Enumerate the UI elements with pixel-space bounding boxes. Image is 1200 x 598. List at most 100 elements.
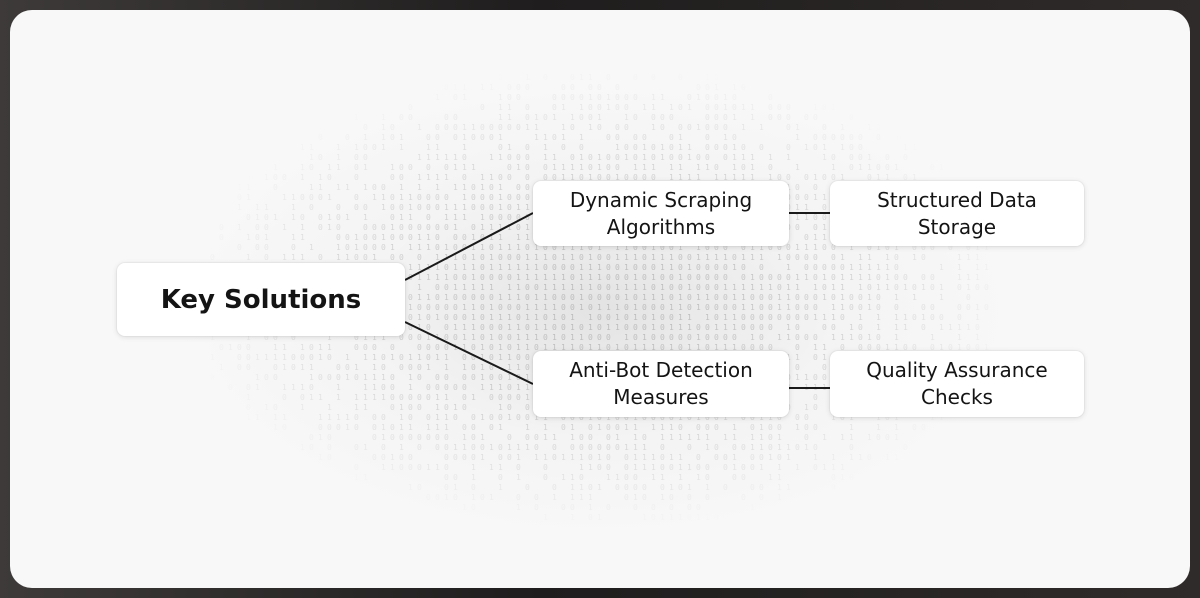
- binary-digit: 1: [498, 203, 503, 212]
- binary-digit: 0: [714, 263, 719, 272]
- binary-digit: 1: [597, 483, 602, 492]
- binary-digit: 1: [381, 123, 386, 132]
- binary-digit: 0: [687, 293, 692, 302]
- binary-digit: 1: [858, 253, 863, 262]
- binary-digit: 0: [435, 493, 440, 502]
- binary-digit: 1: [525, 373, 530, 382]
- binary-digit: 1: [660, 513, 665, 522]
- binary-digit: 1: [408, 243, 413, 252]
- binary-digit: 0: [732, 303, 737, 312]
- binary-digit: 0: [327, 423, 332, 432]
- binary-digit: 1: [786, 443, 791, 452]
- root-node-key-solutions: Key Solutions: [117, 263, 405, 336]
- binary-digit: 1: [282, 253, 287, 262]
- binary-digit: 0: [768, 273, 773, 282]
- binary-digit: 1: [462, 333, 467, 342]
- binary-digit: 0: [390, 253, 395, 262]
- binary-digit: 1: [687, 153, 692, 162]
- binary-digit: 1: [813, 193, 818, 202]
- binary-digit: 1: [498, 243, 503, 252]
- binary-digit: 0: [282, 423, 287, 432]
- binary-digit: 0: [498, 453, 503, 462]
- binary-digit: 1: [480, 283, 485, 292]
- binary-digit: 0: [615, 123, 620, 132]
- binary-digit: 0: [480, 303, 485, 312]
- binary-digit: 0: [327, 453, 332, 462]
- binary-digit: 0: [840, 263, 845, 272]
- binary-digit: 0: [588, 103, 593, 112]
- binary-digit: 1: [615, 313, 620, 322]
- binary-digit: 0: [831, 323, 836, 332]
- binary-digit: 0: [498, 143, 503, 152]
- binary-digit: 0: [444, 263, 449, 272]
- binary-digit: 1: [471, 263, 476, 272]
- binary-digit: 1: [318, 433, 323, 442]
- binary-digit: 0: [741, 163, 746, 172]
- binary-digit: 1: [516, 323, 521, 332]
- binary-digit: 1: [669, 253, 674, 262]
- binary-digit: 1: [660, 473, 665, 482]
- binary-digit: 1: [588, 263, 593, 272]
- binary-digit: 1: [390, 163, 395, 172]
- binary-digit: 1: [633, 463, 638, 472]
- binary-digit: 1: [687, 143, 692, 152]
- binary-digit: 0: [624, 413, 629, 422]
- binary-digit: 0: [606, 433, 611, 442]
- binary-digit: 0: [714, 103, 719, 112]
- binary-digit: 0: [696, 323, 701, 332]
- binary-digit: 0: [750, 343, 755, 352]
- binary-digit: 1: [525, 203, 530, 212]
- binary-digit: 0: [732, 443, 737, 452]
- binary-digit: 0: [705, 83, 710, 92]
- binary-digit: 0: [543, 333, 548, 342]
- binary-digit: 1: [696, 433, 701, 442]
- binary-digit: 1: [795, 353, 800, 362]
- binary-digit: 0: [588, 293, 593, 302]
- binary-digit: 1: [831, 413, 836, 422]
- binary-digit: 0: [903, 153, 908, 162]
- binary-digit: 0: [858, 343, 863, 352]
- binary-digit: 0: [399, 333, 404, 342]
- binary-digit: 0: [516, 253, 521, 262]
- binary-digit: 1: [669, 303, 674, 312]
- binary-digit: 0: [543, 163, 548, 172]
- binary-digit: 0: [489, 193, 494, 202]
- binary-digit: 1: [759, 413, 764, 422]
- binary-digit: 0: [354, 443, 359, 452]
- binary-digit: 1: [480, 363, 485, 372]
- binary-digit: 0: [930, 343, 935, 352]
- binary-digit: 1: [615, 473, 620, 482]
- binary-digit: 1: [606, 93, 611, 102]
- binary-digit: 0: [633, 503, 638, 512]
- binary-digit: 0: [687, 493, 692, 502]
- binary-digit: 1: [705, 483, 710, 492]
- binary-digit: 0: [480, 333, 485, 342]
- binary-digit: 0: [849, 443, 854, 452]
- binary-digit: 0: [813, 293, 818, 302]
- binary-digit: 0: [795, 443, 800, 452]
- binary-digit: 1: [489, 463, 494, 472]
- binary-digit: 0: [435, 343, 440, 352]
- binary-digit: 0: [516, 313, 521, 322]
- binary-digit: 0: [462, 383, 467, 392]
- binary-digit: 1: [399, 403, 404, 412]
- binary-digit: 0: [813, 223, 818, 232]
- binary-digit: 0: [345, 133, 350, 142]
- binary-digit: 0: [417, 433, 422, 442]
- binary-digit: 1: [579, 153, 584, 162]
- binary-digit: 1: [246, 253, 251, 262]
- binary-digit: 1: [453, 443, 458, 452]
- binary-digit: 1: [381, 463, 386, 472]
- binary-digit: 0: [462, 243, 467, 252]
- node-structured-data-storage: Structured Data Storage: [830, 181, 1084, 246]
- binary-digit: 0: [471, 193, 476, 202]
- binary-digit: 0: [642, 313, 647, 322]
- binary-digit: 0: [570, 503, 575, 512]
- binary-digit: 0: [471, 423, 476, 432]
- binary-digit: 1: [471, 253, 476, 262]
- binary-digit: 0: [489, 413, 494, 422]
- binary-digit: 0: [786, 313, 791, 322]
- binary-digit: 1: [336, 383, 341, 392]
- binary-digit: 1: [516, 243, 521, 252]
- binary-digit: 1: [399, 423, 404, 432]
